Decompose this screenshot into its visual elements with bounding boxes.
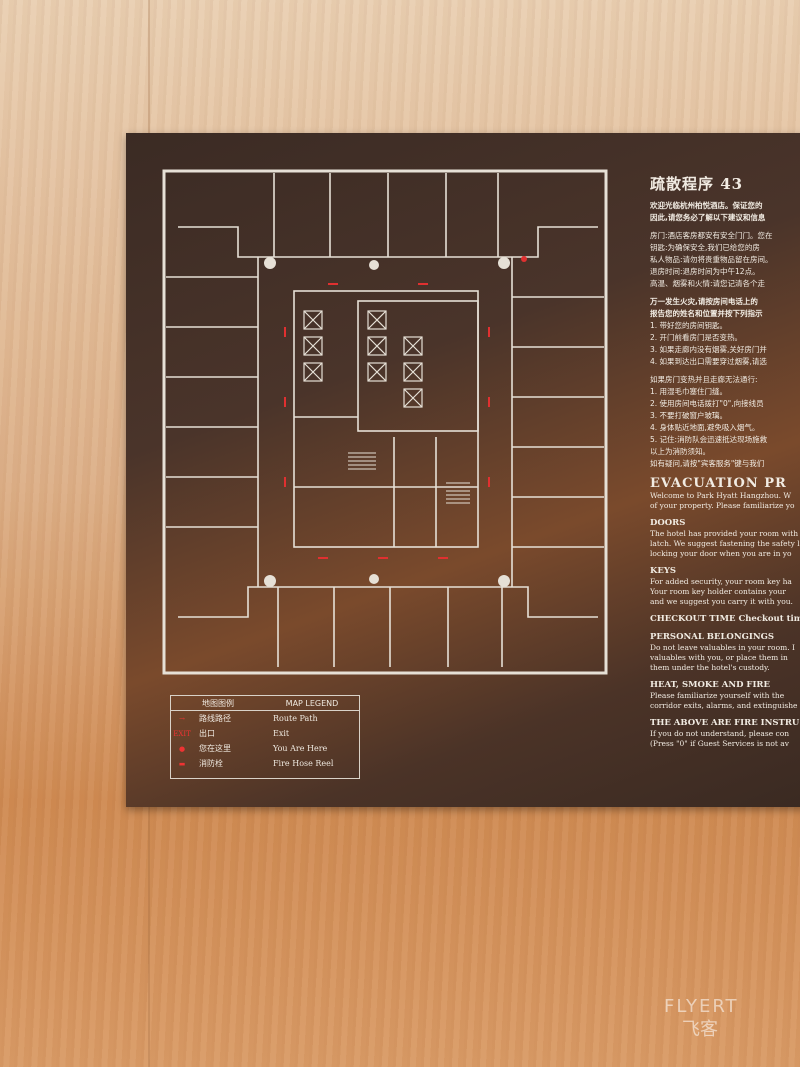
watermark-text: FLYERT [664,996,739,1017]
intro-en-line: Welcome to Park Hyatt Hangzhou. W [650,491,792,500]
route-arrow-icon: → [179,714,185,723]
hot-door-step-zh: 2. 使用房间电话拨打"0",向接线员 [650,399,764,408]
legend-item: ▬ 消防栓 Fire Hose Reel [171,756,359,771]
fire-step-zh: 1. 带好您的房间钥匙。 [650,321,728,330]
intro-en-line: of your property. Please familiarize yo [650,501,795,510]
you-are-here-marker [521,256,527,262]
watermark-sub: 飞客 [682,1019,718,1040]
hot-door-step-zh: 1. 用湿毛巾塞住门缝。 [650,387,728,396]
fire-hose-icon: ▬ [178,759,186,768]
section-line: If you do not understand, please con [650,729,790,738]
fire-intro-zh-line: 报告您的姓名和位置并按下列指示 [650,309,763,318]
title-en: EVACUATION PR [650,476,787,491]
section-heading: KEYS [650,566,677,576]
intro-zh-line: 因此,请您务必了解以下建议和信息 [650,213,766,222]
section-heading: THE ABOVE ARE FIRE INSTRU [650,718,800,728]
legend-header-en: MAP LEGEND [285,698,339,708]
hot-door-step-zh: 4. 身体贴近地面,避免吸入烟气。 [650,423,760,432]
rule-zh-line: 私人物品:请勿将贵重物品留在房间。 [650,255,773,264]
section-heading: CHECKOUT TIME Checkout time [650,614,800,624]
section-heading: HEAT, SMOKE AND FIRE [650,680,770,690]
section-line: The hotel has provided your room with [650,529,799,538]
section-line: corridor exits, alarms, and extinguishe [650,701,798,710]
map-legend: 地图图例 MAP LEGEND → 路线路径 Route Path EXIT 出… [170,695,360,779]
rule-zh-line: 钥匙:为确保安全,我们已给您的房 [650,243,760,252]
hot-door-step-zh: 5. 记住:消防队会迅速抵达现场施救 [650,435,768,444]
section-line: Do not leave valuables in your room. I [650,643,795,652]
exit-sign-icon: EXIT [173,729,191,738]
section-heading: PERSONAL BELONGINGS [650,632,774,642]
hot-door-intro-zh: 如果房门变热并且走廊无法通行: [650,375,758,384]
legend-item: EXIT 出口 Exit [171,726,359,741]
route-path-marks [284,256,527,559]
rule-zh-line: 高温、烟雾和火情:请您记清各个走 [650,279,766,288]
section-heading: DOORS [650,518,686,528]
fire-step-zh: 4. 如果到达出口需要穿过烟雾,请选 [650,357,767,366]
intro-zh-line: 欢迎光临杭州柏悦酒店。保证您的 [650,201,763,210]
section-line: latch. We suggest fastening the safety l… [650,539,800,548]
section-line: For added security, your room key ha [650,577,792,586]
section-line: them under the hotel's custody. [650,663,770,672]
fire-step-zh: 3. 如果走廊内没有烟雾,关好房门并 [650,345,767,354]
evacuation-sign: 地图图例 MAP LEGEND → 路线路径 Route Path EXIT 出… [126,133,800,807]
legend-header-zh: 地图图例 [202,698,234,708]
instructions-column: 疏散程序 43 欢迎光临杭州柏悦酒店。保证您的 因此,请您务必了解以下建议和信息… [650,173,800,749]
hot-door-step-zh: 3. 不要打破窗户玻璃。 [650,411,728,420]
outro-zh-line: 以上为消防须知。 [650,447,710,456]
title-zh: 疏散程序 43 [650,175,744,193]
section-line: Please familiarize yourself with the [650,691,785,700]
section-line: Your room key holder contains your [650,587,786,596]
fire-step-zh: 2. 开门前看房门是否变热。 [650,333,743,342]
watermark: FLYERT 飞客 [664,996,739,1041]
outro-zh-line: 如有疑问,请按"宾客服务"键与我们 [650,459,765,468]
you-are-here-icon: ● [178,744,186,753]
legend-item: ● 您在这里 You Are Here [171,741,359,756]
fire-intro-zh-line: 万一发生火灾,请按房间电话上的 [650,297,758,306]
legend-item: → 路线路径 Route Path [171,711,359,726]
floor-plan [162,169,608,675]
rule-zh-line: 房门:酒店客房都安有安全门门。您在 [650,231,773,240]
section-line: and we suggest you carry it with you. [650,597,793,606]
rule-zh-line: 退房时间:退房时间为中午12点。 [650,267,760,276]
section-line: locking your door when you are in yo [650,549,792,558]
section-line: (Press "0" if Guest Services is not av [650,739,789,748]
section-line: valuables with you, or place them in [650,653,788,662]
